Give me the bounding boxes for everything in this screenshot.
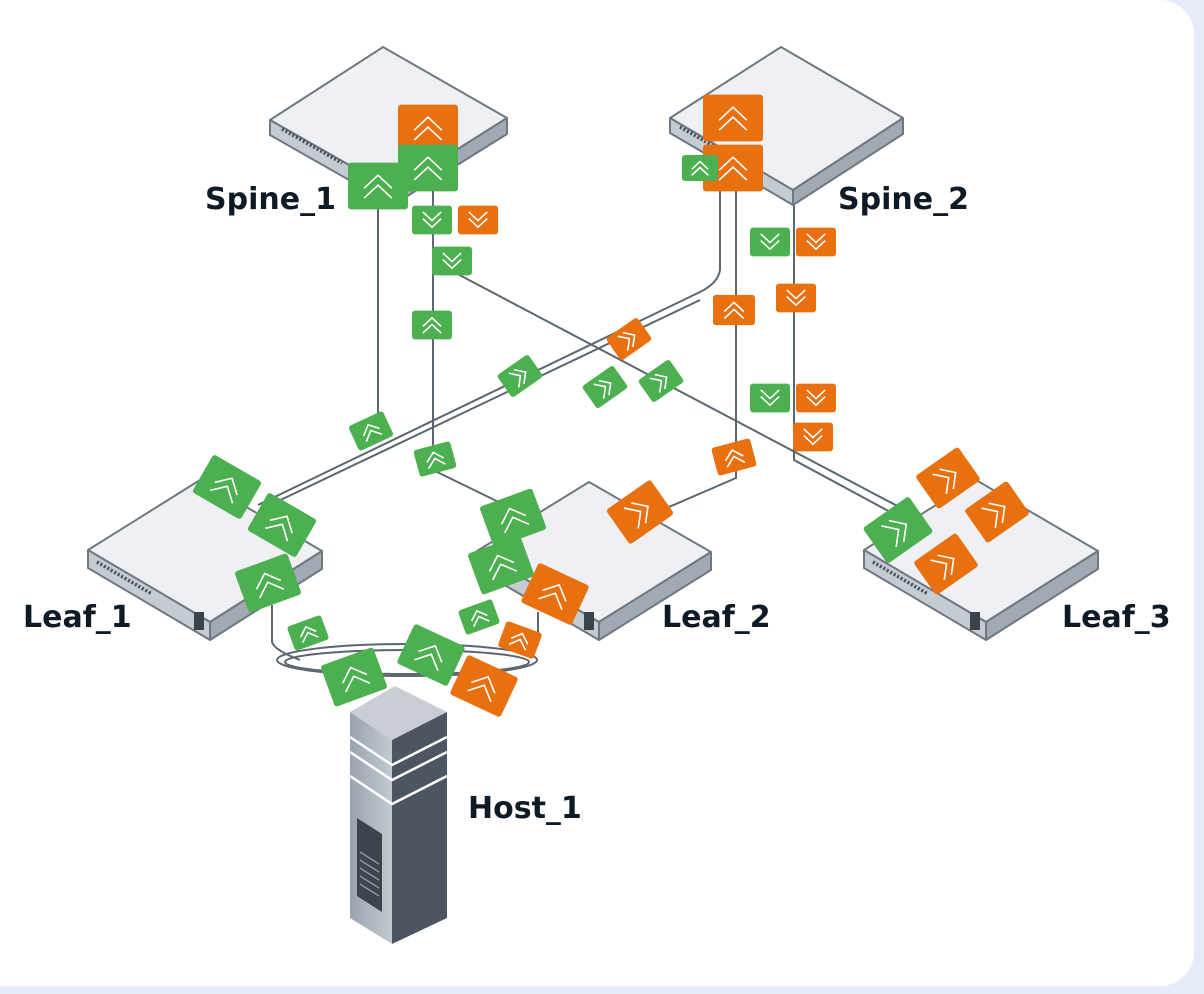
- link-status-badge-down: [916, 447, 980, 509]
- chevron-up-icon: [623, 502, 649, 529]
- chevron-up-icon: [426, 451, 446, 470]
- chevron-up-icon: [724, 448, 746, 468]
- link-status-badge-up: [480, 488, 546, 548]
- chevron-up-icon: [488, 554, 518, 581]
- link-status-badge-down: [965, 481, 1029, 543]
- chevron-up-icon: [209, 477, 238, 504]
- link-status-badge-up: [682, 155, 718, 181]
- chevron-up-icon: [467, 675, 496, 702]
- chevron-up-icon: [362, 423, 383, 442]
- chevron-up-icon: [932, 468, 957, 494]
- chevron-up-icon: [538, 583, 567, 610]
- link-status-badge-up: [750, 227, 790, 257]
- link-status-badge-down: [711, 438, 757, 476]
- link-status-badge-up: [192, 455, 262, 519]
- label-leaf-2: Leaf_2: [662, 600, 771, 635]
- link-status-badge-up: [348, 162, 408, 210]
- link-status-badge-up: [497, 355, 543, 397]
- link-status-badge-down: [703, 144, 763, 192]
- link-status-badge-up: [413, 441, 457, 477]
- chevron-down-icon: [760, 389, 780, 407]
- link-spine2-leaf1-a: [257, 180, 721, 506]
- chevron-up-icon: [414, 644, 443, 671]
- link-status-badge-down: [793, 422, 833, 452]
- link-status-badge-up: [412, 310, 452, 340]
- link-status-badge-up: [348, 411, 394, 451]
- status-badges: [192, 94, 1029, 717]
- link-status-badge-up: [397, 624, 465, 686]
- link-status-badge-up: [247, 493, 317, 557]
- link-status-badge-up: [458, 599, 500, 635]
- link-spine1-leaf3: [449, 269, 906, 511]
- link-status-badge-up: [638, 360, 684, 402]
- link-status-badge-down: [498, 621, 542, 659]
- link-status-badge-down: [606, 318, 652, 360]
- chevron-up-icon: [930, 554, 955, 580]
- server-tower-icon: [349, 686, 448, 944]
- chevron-up-icon: [363, 174, 393, 199]
- chevron-up-icon: [299, 625, 319, 644]
- link-status-badge-down: [796, 227, 836, 257]
- chevron-up-icon: [413, 116, 443, 141]
- chevron-up-icon: [264, 515, 293, 542]
- link-status-badge-down: [914, 533, 978, 595]
- node-host-1[interactable]: [349, 686, 448, 944]
- chevron-up-icon: [422, 316, 442, 334]
- link-status-badge-up: [321, 647, 387, 707]
- chevron-down-icon: [442, 252, 462, 270]
- link-status-badge-up: [468, 535, 534, 595]
- label-spine-2: Spine_2: [838, 182, 969, 217]
- chevron-up-icon: [508, 632, 529, 651]
- link-status-badge-up: [750, 383, 790, 413]
- chevron-up-icon: [470, 609, 490, 628]
- link-status-badge-up: [287, 615, 329, 651]
- chevron-down-icon: [806, 233, 826, 251]
- chevron-up-icon: [255, 572, 285, 599]
- link-status-badge-up: [582, 366, 628, 408]
- chevron-up-icon: [881, 519, 908, 548]
- chevron-up-icon: [341, 666, 371, 693]
- link-spine2-leaf2: [661, 180, 737, 511]
- link-status-badge-down: [703, 94, 763, 142]
- chevron-up-icon: [500, 507, 530, 534]
- label-leaf-3: Leaf_3: [1062, 600, 1171, 635]
- switch-icon: [863, 479, 1099, 641]
- chevron-up-icon: [718, 156, 748, 181]
- chevron-up-icon: [593, 379, 612, 399]
- chevron-down-icon: [806, 389, 826, 407]
- chevron-down-icon: [803, 428, 823, 446]
- link-status-badge-down: [796, 383, 836, 413]
- chevron-up-icon: [981, 502, 1006, 528]
- chevron-up-icon: [508, 368, 527, 388]
- link-status-badge-up: [412, 205, 452, 235]
- link-status-badge-up: [863, 497, 933, 563]
- chevron-up-icon: [691, 160, 709, 176]
- link-status-badge-up: [432, 246, 472, 276]
- chevron-down-icon: [468, 211, 488, 229]
- chevron-down-icon: [760, 233, 780, 251]
- node-leaf-3[interactable]: [863, 479, 1099, 641]
- label-host-1: Host_1: [468, 791, 582, 826]
- chevron-up-icon: [718, 106, 748, 131]
- chevron-down-icon: [786, 289, 806, 307]
- link-status-badge-down: [450, 655, 518, 717]
- link-status-badge-down: [713, 294, 755, 326]
- chevron-up-icon: [617, 331, 636, 351]
- label-leaf-1: Leaf_1: [23, 600, 132, 635]
- link-status-badge-down: [521, 563, 589, 625]
- label-spine-1: Spine_1: [205, 182, 336, 217]
- link-status-badge-down: [398, 104, 458, 152]
- link-status-badge-down: [606, 480, 674, 544]
- link-status-badge-up: [398, 144, 458, 192]
- chevron-up-icon: [649, 373, 668, 393]
- link-status-badge-down: [776, 283, 816, 313]
- chevron-down-icon: [422, 211, 442, 229]
- link-status-badge-up: [235, 553, 301, 613]
- chevron-up-icon: [723, 301, 745, 320]
- link-status-badge-down: [458, 205, 498, 235]
- chevron-up-icon: [413, 156, 443, 181]
